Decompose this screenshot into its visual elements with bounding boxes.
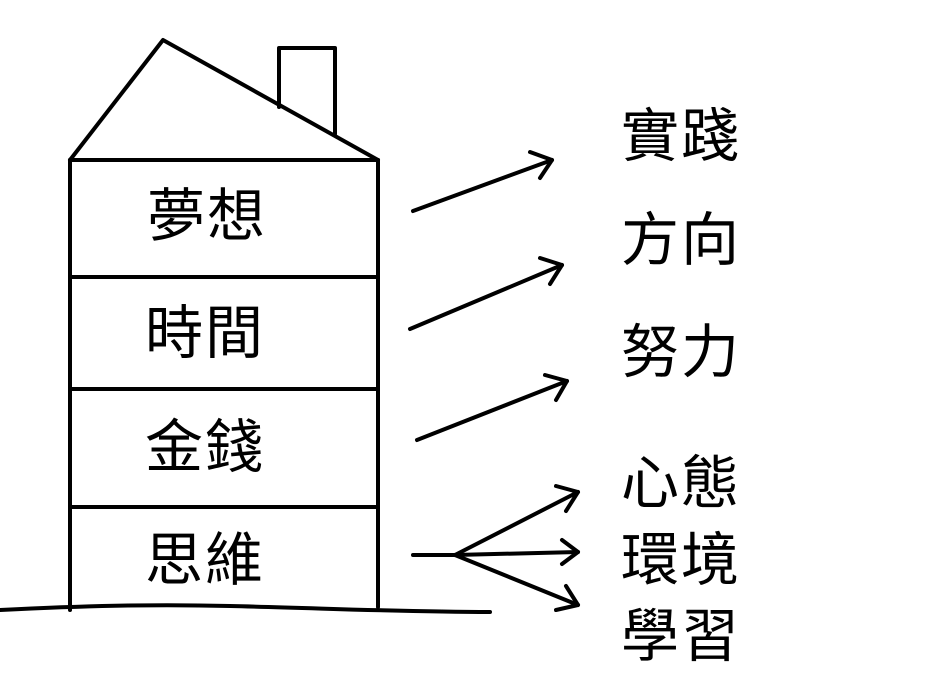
ground-line bbox=[0, 603, 492, 614]
floor-label-money: 金錢 bbox=[144, 413, 266, 481]
arrow-2 bbox=[408, 256, 564, 331]
arrow-fan bbox=[411, 484, 580, 612]
outcome-label: 環境 bbox=[620, 526, 742, 594]
outcome-label: 努力 bbox=[620, 318, 742, 386]
outcome-label: 方向 bbox=[620, 206, 742, 274]
arrow-3 bbox=[415, 373, 569, 442]
roof bbox=[68, 38, 380, 162]
floor-label-dream: 夢想 bbox=[146, 182, 268, 250]
chimney bbox=[277, 46, 337, 136]
arrow-1 bbox=[411, 150, 554, 213]
floor-label-time: 時間 bbox=[144, 299, 266, 367]
outcome-label: 實踐 bbox=[620, 102, 742, 170]
floor-label-thinking: 思維 bbox=[144, 526, 266, 594]
outcome-label: 心態 bbox=[620, 449, 742, 517]
outcome-label: 學習 bbox=[620, 602, 742, 670]
